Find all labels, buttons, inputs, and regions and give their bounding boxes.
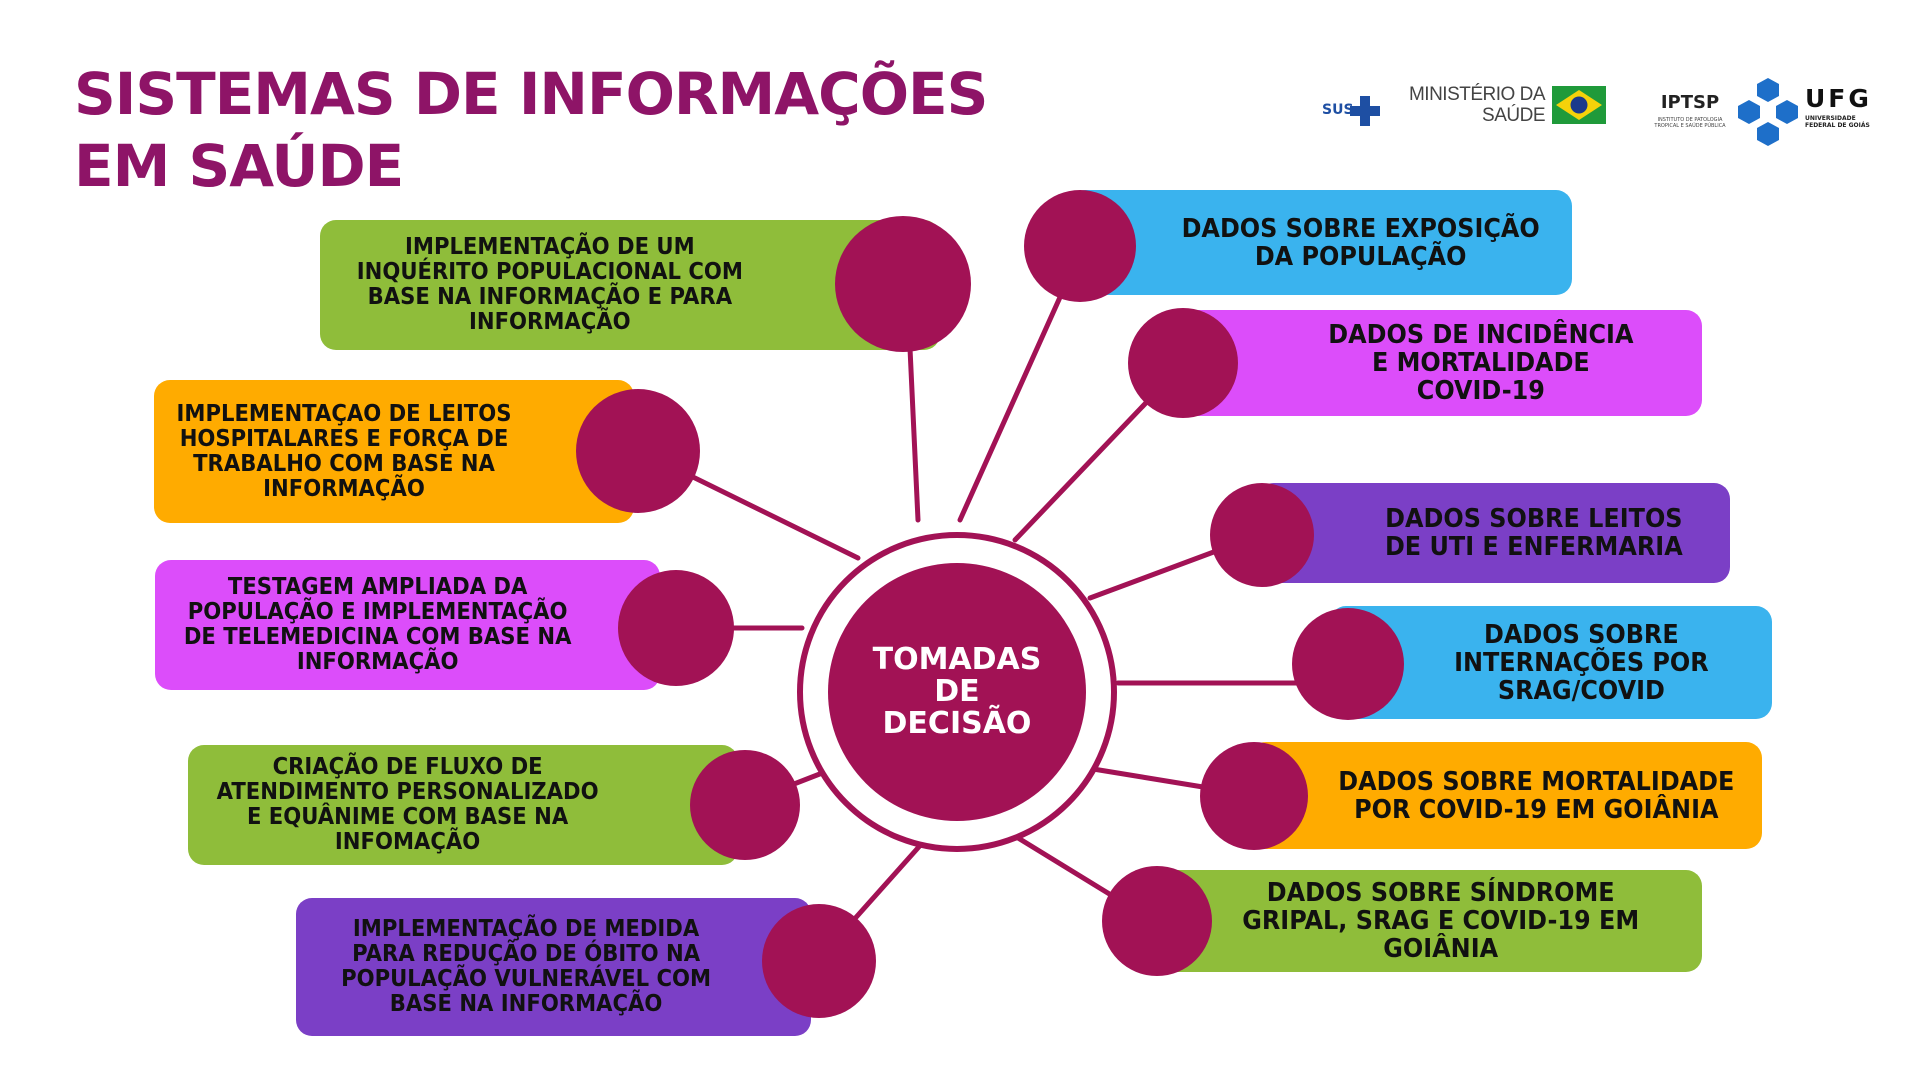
- left-item-5: IMPLEMENTAÇÃO DE MEDIDA PARA REDUÇÃO DE …: [296, 898, 811, 1036]
- title-line-2: EM SAÚDE: [74, 132, 404, 200]
- title-line-1: SISTEMAS DE INFORMAÇÕES: [74, 60, 988, 128]
- left-item-3-label: TESTAGEM AMPLIADA DA POPULAÇÃO E IMPLEME…: [183, 574, 572, 675]
- right-item-3-label: DADOS SOBRE LEITOS DE UTI E ENFERMARIA: [1385, 504, 1683, 562]
- ufg-logo: UFG UNIVERSIDADE FEDERAL DE GOIÁS: [1805, 84, 1877, 129]
- page-title: SISTEMAS DE INFORMAÇÕES EM SAÚDE: [74, 58, 988, 202]
- left-item-5-dot: [762, 904, 876, 1018]
- sus-label: SUS: [1322, 102, 1354, 118]
- right-item-6: DADOS SOBRE SÍNDROME GRIPAL, SRAG E COVI…: [1160, 870, 1702, 972]
- left-item-5-label: IMPLEMENTAÇÃO DE MEDIDA PARA REDUÇÃO DE …: [340, 916, 712, 1017]
- right-item-3-dot: [1210, 483, 1314, 587]
- right-item-5: DADOS SOBRE MORTALIDADE POR COVID-19 EM …: [1250, 742, 1762, 849]
- right-item-4-dot: [1292, 608, 1404, 720]
- right-item-6-dot: [1102, 866, 1212, 976]
- left-item-1: IMPLEMENTAÇÃO DE UM INQUÉRITO POPULACION…: [320, 220, 940, 350]
- ufg-subtitle-2: FEDERAL DE GOIÁS: [1805, 122, 1870, 129]
- left-item-3-dot: [618, 570, 734, 686]
- left-item-3: TESTAGEM AMPLIADA DA POPULAÇÃO E IMPLEME…: [155, 560, 660, 690]
- left-item-2: IMPLEMENTAÇAO DE LEITOS HOSPITALARES E F…: [154, 380, 634, 523]
- right-item-1-dot: [1024, 190, 1136, 302]
- ufg-subtitle-1: UNIVERSIDADE: [1805, 115, 1856, 122]
- brazil-flag-icon: [1552, 86, 1606, 124]
- ufg-label: UFG: [1805, 84, 1872, 113]
- iptsp-subtitle: INSTITUTO DE PATOLOGIA TROPICAL E SAÚDE …: [1654, 117, 1726, 129]
- sus-logo: SUS: [1322, 94, 1382, 130]
- right-item-2-dot: [1128, 308, 1238, 418]
- ministerio-line-2: SAÚDE: [1482, 105, 1545, 126]
- left-item-4-dot: [690, 750, 800, 860]
- iptsp-logo: IPTSP INSTITUTO DE PATOLOGIA TROPICAL E …: [1650, 92, 1730, 129]
- right-item-3: DADOS SOBRE LEITOS DE UTI E ENFERMARIA: [1258, 483, 1730, 583]
- hub-circle: TOMADAS DE DECISÃO: [828, 563, 1086, 821]
- left-item-2-dot: [576, 389, 700, 513]
- right-item-5-label: DADOS SOBRE MORTALIDADE POR COVID-19 EM …: [1337, 766, 1735, 825]
- right-item-1-label: DADOS SOBRE EXPOSIÇÃO DA POPULAÇÃO: [1181, 213, 1541, 272]
- left-item-2-label: IMPLEMENTAÇAO DE LEITOS HOSPITALARES E F…: [176, 400, 512, 502]
- ministerio-logo: MINISTÉRIO DA SAÚDE: [1385, 84, 1546, 126]
- iptsp-label: IPTSP: [1660, 92, 1720, 113]
- left-item-1-label: IMPLEMENTAÇÃO DE UM INQUÉRITO POPULACION…: [356, 234, 744, 335]
- left-item-1-dot: [835, 216, 971, 352]
- left-item-4: CRIAÇÃO DE FLUXO DE ATENDIMENTO PERSONAL…: [188, 745, 738, 865]
- right-item-4-label: DADOS SOBRE INTERNAÇÕES POR SRAG/COVID: [1453, 619, 1709, 706]
- ufg-hexagon-icon: [1738, 78, 1798, 146]
- right-item-2-label: DADOS DE INCIDÊNCIA E MORTALIDADE COVID-…: [1328, 320, 1634, 406]
- right-item-6-label: DADOS SOBRE SÍNDROME GRIPAL, SRAG E COVI…: [1242, 878, 1640, 964]
- right-item-2: DADOS DE INCIDÊNCIA E MORTALIDADE COVID-…: [1180, 310, 1702, 416]
- left-item-4-label: CRIAÇÃO DE FLUXO DE ATENDIMENTO PERSONAL…: [216, 754, 599, 855]
- ministerio-line-1: MINISTÉRIO DA: [1408, 84, 1546, 105]
- right-item-1: DADOS SOBRE EXPOSIÇÃO DA POPULAÇÃO: [1070, 190, 1572, 295]
- right-item-5-dot: [1200, 742, 1308, 850]
- cross-icon: [1350, 96, 1380, 126]
